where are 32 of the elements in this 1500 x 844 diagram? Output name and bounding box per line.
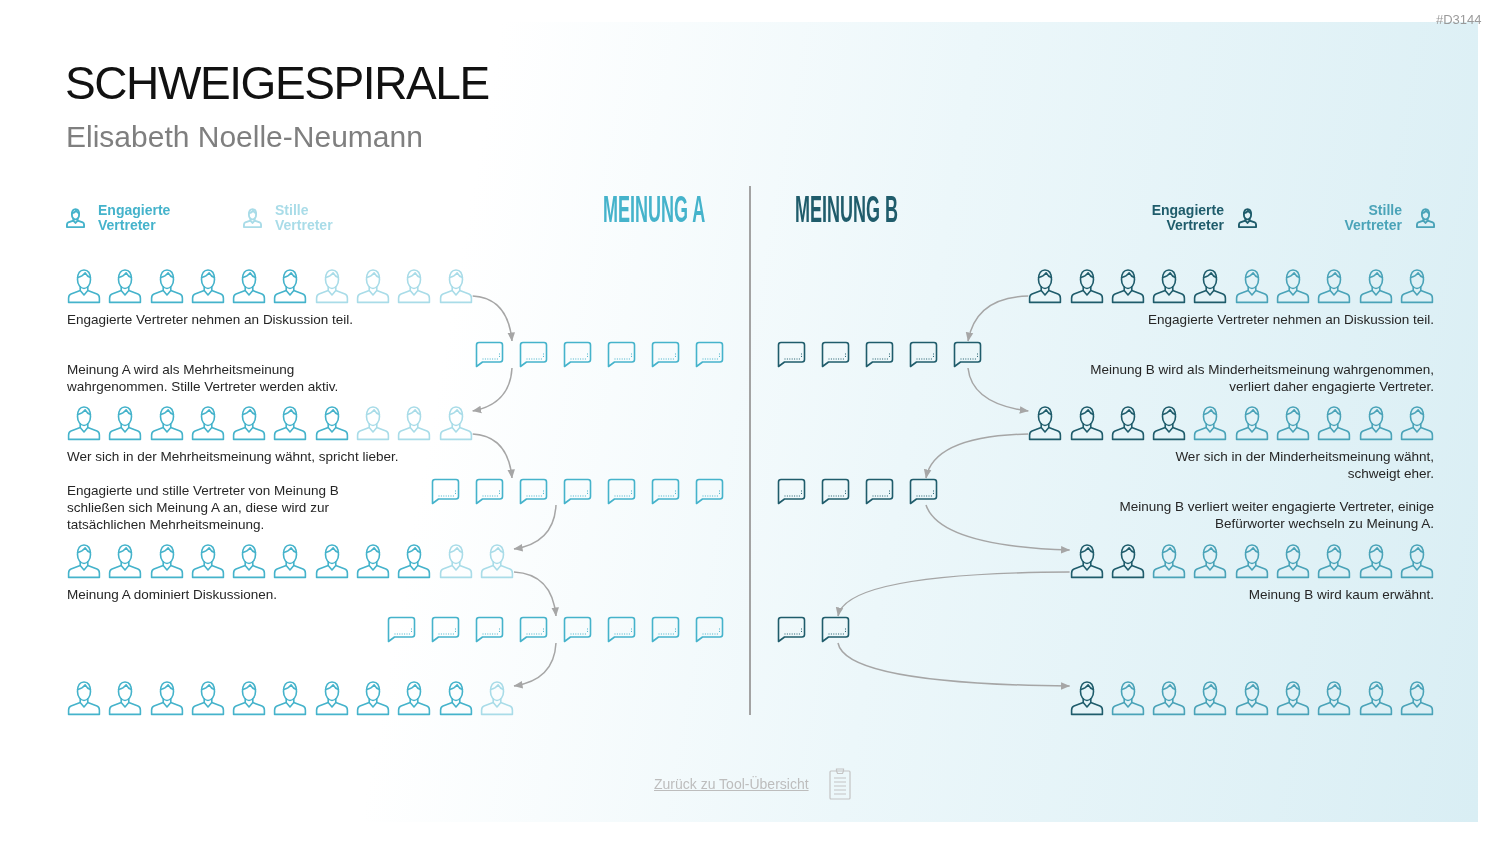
curved-arrow (513, 642, 557, 689)
caption-text: Wer sich in der Minderheitsmeinung wähnt, schweigt eher. (1175, 449, 1434, 481)
curved-arrow (837, 571, 1071, 617)
curved-arrow (837, 642, 1071, 690)
caption-text: Meinung B wird als Minderheitsmeinung wahrgenommen, verliert daher engagierte Vertreter. (1090, 362, 1434, 394)
legend-label: Engagierte Vertreter (98, 203, 171, 233)
caption-text: Meinung A dominiert Diskussionen. (67, 587, 278, 602)
caption-text: Wer sich in der Mehrheitsmeinung wähnt, spricht lieber. (67, 449, 399, 464)
caption-text: Meinung B wird kaum erwähnt. (1248, 587, 1434, 602)
title: SCHWEIGESPIRALE (65, 60, 489, 106)
caption-text: Meinung A wird als Mehrheitsmeinung wahrgenommen. Stille Vertreter werden aktiv. (67, 362, 339, 394)
column-heading: MEINUNG B (795, 192, 898, 228)
legend-label: Engagierte Vertreter (1151, 203, 1224, 233)
curved-arrow (513, 504, 557, 552)
subtitle: Elisabeth Noelle-Neumann (66, 122, 423, 152)
legend-label: Stille Vertreter (275, 203, 333, 233)
caption-text: Engagierte Vertreter nehmen an Diskussion teil. (67, 312, 353, 327)
caption-text: Engagierte Vertreter nehmen an Diskussion teil. (1148, 312, 1434, 327)
curved-arrow (925, 504, 1071, 554)
caption-text: Engagierte und stille Vertreter von Meinung B schließen sich Meinung A an, diese wird zur tatsächlichen Mehrheitsmeinung. (67, 483, 339, 532)
curved-arrow (471, 295, 515, 342)
curved-arrow (471, 433, 515, 479)
curved-arrow (924, 433, 1030, 479)
curved-arrow (471, 367, 513, 413)
curved-arrow (966, 295, 1030, 342)
curved-arrow (513, 571, 559, 617)
caption-text: Meinung B verliert weiter engagierte Vertreter, einige Befürworter wechseln zu Meinung A. (1119, 499, 1434, 531)
column-heading: MEINUNG A (603, 192, 706, 228)
slide-id: #D3144 (1436, 13, 1482, 26)
legend-label: Stille Vertreter (1344, 203, 1402, 233)
back-link: Zurück zu Tool-Übersicht (654, 776, 809, 792)
curved-arrow (967, 367, 1030, 414)
